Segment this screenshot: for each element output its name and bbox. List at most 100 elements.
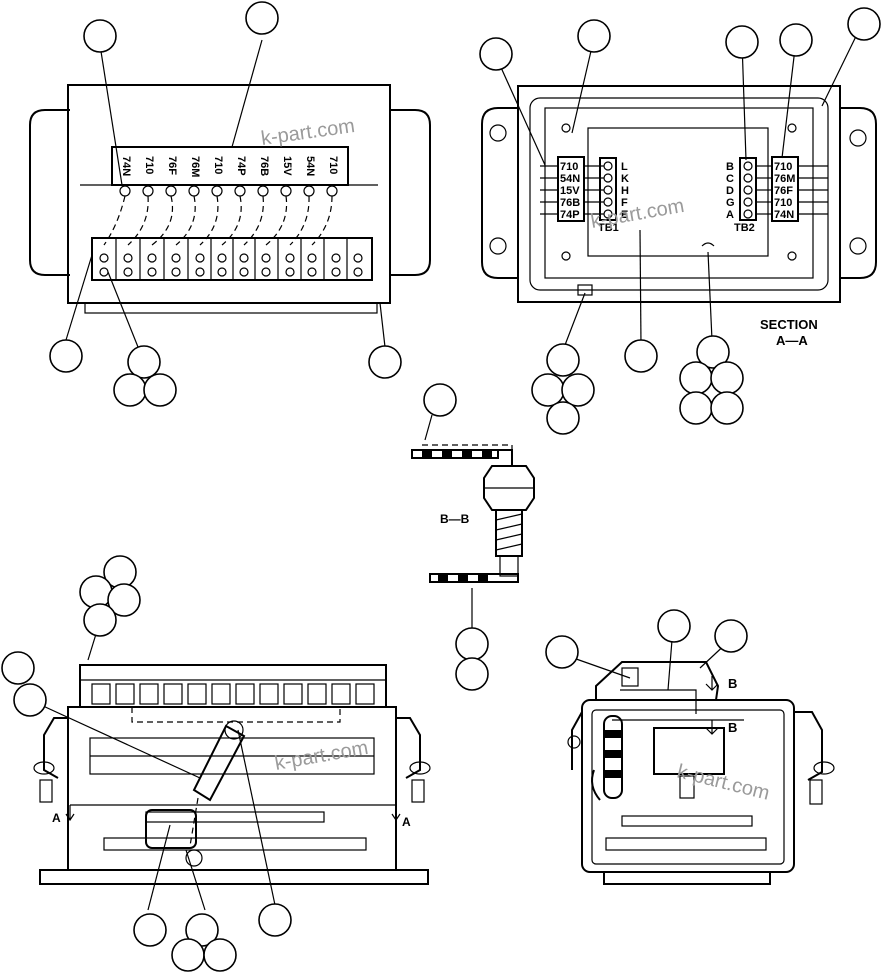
tb2-terminal-letter: C	[726, 173, 734, 185]
tb2-terminal-letter: D	[726, 185, 734, 197]
front-housing	[67, 706, 397, 871]
front-terminal-strip	[79, 664, 387, 708]
tb2-terminal-letter: A	[726, 209, 734, 221]
side-lower-rail	[605, 837, 767, 851]
watermark: k-part.com	[273, 737, 370, 775]
callout-bubble	[143, 373, 177, 407]
tb1-wire-label: 710	[560, 161, 578, 173]
callout-bubble	[577, 19, 611, 53]
callout-bubble	[696, 335, 730, 369]
callout-bubble	[714, 619, 748, 653]
right-bracket	[396, 717, 421, 779]
callout-bubble	[779, 23, 813, 57]
watermark: k-part.com	[589, 195, 686, 233]
callout-bubble	[455, 657, 489, 691]
strip-label: 74P	[235, 156, 247, 176]
side-right-bracket	[794, 711, 823, 781]
callout-bubble	[545, 635, 579, 669]
tb1-terminal-block	[599, 157, 617, 221]
strip-label: 74N	[120, 156, 132, 176]
left-bolt	[39, 779, 53, 803]
mounting-plate	[587, 127, 769, 257]
tb1-wire-label: 54N	[560, 173, 580, 185]
probe-tip	[499, 555, 519, 577]
side-upper-rail	[621, 815, 753, 827]
tb2-terminal-block	[739, 157, 757, 221]
tb2-wire-label: 76F	[774, 185, 793, 197]
tb2-wire-label: 710	[774, 197, 792, 209]
strip-label: 710	[327, 156, 339, 174]
front-terminal-cells	[91, 683, 375, 705]
tb1-terminal-letter: K	[621, 173, 629, 185]
strip-label: 710	[212, 156, 224, 174]
tb1-wire-label: 74P	[560, 209, 580, 221]
section-a-title: SECTION	[760, 317, 818, 332]
terminal-box-base	[84, 302, 378, 314]
tb1-terminal-letter: F	[621, 197, 628, 209]
upper-base-rail	[145, 811, 325, 823]
tb1-terminal-letter: L	[621, 161, 628, 173]
cable-loop	[591, 769, 601, 801]
side-left-bracket	[571, 711, 583, 770]
side-view: B B	[545, 609, 835, 885]
strip-label: 76F	[166, 156, 178, 175]
tb2-wire-label: 76M	[774, 173, 795, 185]
callout-bubble	[679, 391, 713, 425]
section-box-inner	[529, 97, 829, 291]
tb2-terminal-letter: G	[726, 197, 735, 209]
callout-bubble	[546, 401, 580, 435]
probe-arm-lower	[429, 573, 519, 583]
callout-bubble	[710, 361, 744, 395]
callout-bubble	[531, 373, 565, 407]
section-box-plate	[544, 107, 814, 279]
callout-bubble	[245, 1, 279, 35]
left-mount-lug	[29, 109, 70, 276]
callout-bubble	[561, 373, 595, 407]
side-bolt	[809, 779, 823, 805]
section-b-label: B—B	[440, 512, 470, 526]
callout-bubble	[546, 343, 580, 377]
front-view: A A	[1, 555, 431, 972]
callout-bubble	[725, 25, 759, 59]
side-base-flange	[603, 871, 771, 885]
wire-jumpers	[103, 195, 333, 246]
probe-arm-link	[192, 724, 246, 802]
tb2-wire-label-block	[771, 156, 799, 222]
callout-bubble	[710, 391, 744, 425]
strip-labels: 74N 710 76F 76M 710 74P 76B 15V 54N 710	[120, 156, 339, 177]
right-mount-lug	[390, 109, 431, 276]
callout-bubble	[203, 938, 237, 972]
callout-bubble	[479, 37, 513, 71]
probe-nut	[483, 465, 535, 511]
tb2-wire-label: 710	[774, 161, 792, 173]
tb2-terminal-letter: B	[726, 161, 734, 173]
section-b-view: B—B	[411, 383, 535, 691]
lower-base-rail	[103, 837, 367, 851]
top-left-view: 74N 710 76F 76M 710 74P 76B 15V 54N 710	[29, 1, 431, 407]
callout-bubble	[171, 938, 205, 972]
callout-bubble	[83, 603, 117, 637]
strip-label: 54N	[304, 156, 316, 176]
callout-bubble	[423, 383, 457, 417]
tb1-label: TB1	[598, 222, 619, 234]
watermarks: k-part.com k-part.com k-part.com k-part.…	[260, 115, 772, 805]
right-bolt	[411, 779, 425, 803]
terminal-block	[91, 237, 373, 281]
side-relay-box	[653, 727, 725, 775]
tb2-wire-label: 74N	[774, 209, 794, 221]
strip-label: 76B	[258, 156, 270, 176]
callout-bubble	[79, 575, 113, 609]
watermark: k-part.com	[260, 115, 357, 150]
callout-bubble	[657, 609, 691, 643]
callout-bubble	[113, 373, 147, 407]
tb1-wire-label-block	[557, 156, 585, 222]
strip-label: 15V	[281, 156, 293, 176]
tb1-wire-label: 76B	[560, 197, 580, 209]
section-a-view: 710 54N 15V 76B 74P L K H F E TB1 B C D …	[479, 7, 881, 435]
left-bracket	[43, 717, 68, 779]
callout-bubble	[624, 339, 658, 373]
section-arrow-label: A	[52, 811, 61, 825]
section-b-arrow-label: B	[728, 720, 737, 735]
callout-bubble	[368, 345, 402, 379]
